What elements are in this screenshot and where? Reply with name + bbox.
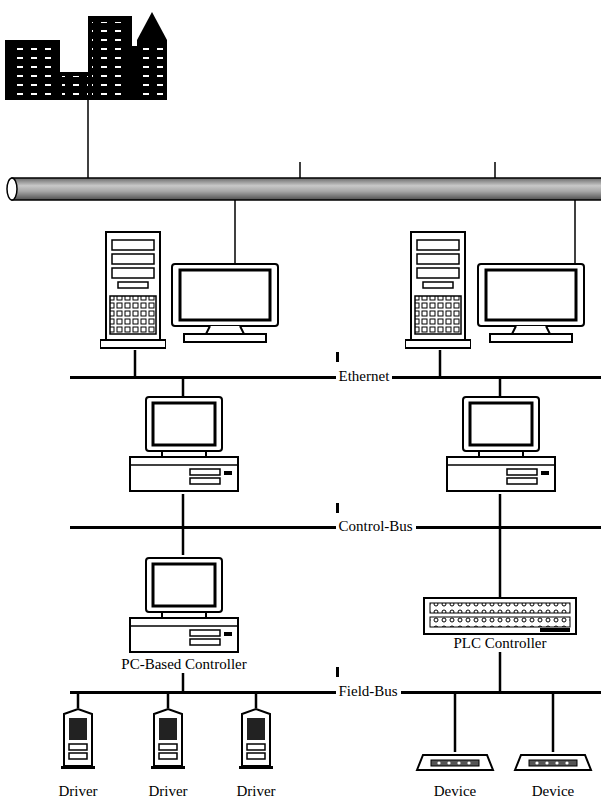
bus-drop-line <box>454 694 457 752</box>
bus-label: Control-Bus <box>336 518 416 534</box>
node-label: Driver <box>234 783 277 799</box>
label-holder: PC-Based Controller <box>115 655 252 673</box>
control-bus: Control-Bus <box>70 526 601 529</box>
bus-drop-line <box>182 529 185 555</box>
tower-computer <box>405 232 471 348</box>
device-icon <box>515 755 591 770</box>
device-icon <box>417 755 493 770</box>
plc-controller: PLC Controller <box>422 597 578 652</box>
pc-controller-icon <box>130 558 238 652</box>
bus-label: Ethernet <box>336 368 393 384</box>
bus-label: Field-Bus <box>336 683 401 699</box>
tower-computer <box>100 232 166 348</box>
bus-drop-line <box>499 652 502 691</box>
driver-icon <box>151 709 185 769</box>
bus-drop-line <box>499 529 502 597</box>
bus-drop-line <box>255 694 258 708</box>
desktop-computer <box>130 397 238 491</box>
backbone-pipe <box>7 178 601 200</box>
node-label: Device <box>432 783 478 799</box>
field-bus: Field-Bus <box>70 691 601 694</box>
ethernet-bus: Ethernet <box>70 376 601 379</box>
bus-drop-line <box>552 694 555 752</box>
label-holder: Device <box>412 782 498 800</box>
label-holder: Driver <box>48 782 108 800</box>
driver: Driver <box>138 708 198 800</box>
driver: Driver <box>48 708 108 800</box>
desktop-computer <box>447 397 555 491</box>
label-holder: Device <box>510 782 596 800</box>
label-holder: Driver <box>226 782 286 800</box>
bus-drop-line <box>77 694 80 708</box>
node-label: Driver <box>146 783 189 799</box>
device: Device <box>412 752 498 800</box>
label-holder: Driver <box>138 782 198 800</box>
driver-icon <box>61 709 95 769</box>
bus-drop-line <box>167 694 170 708</box>
plc-icon <box>424 598 576 634</box>
label-holder: PLC Controller <box>422 634 578 652</box>
node-label: Driver <box>56 783 99 799</box>
monitor <box>478 264 584 342</box>
driver: Driver <box>226 708 286 800</box>
pc-controller: PC-Based Controller <box>115 555 252 673</box>
driver-icon <box>239 709 273 769</box>
device: Device <box>510 752 596 800</box>
node-label: PC-Based Controller <box>119 656 248 672</box>
monitor <box>172 264 278 342</box>
city-skyline <box>5 12 167 100</box>
node-label: PLC Controller <box>452 635 549 651</box>
node-label: Device <box>530 783 576 799</box>
bus-drop-line <box>182 673 185 691</box>
